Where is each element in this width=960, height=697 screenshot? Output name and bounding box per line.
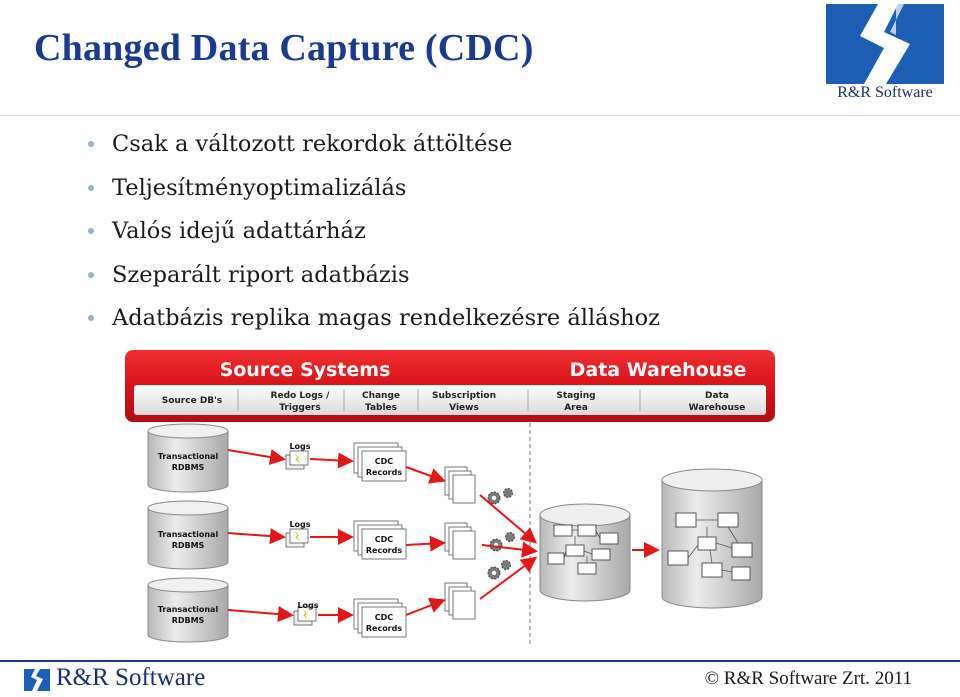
svg-text:Transactional: Transactional xyxy=(158,452,219,461)
bullet-icon xyxy=(88,228,94,234)
svg-text:Logs: Logs xyxy=(289,442,310,451)
copyright-notice: © R&R Software Zrt. 2011 xyxy=(704,668,912,689)
col-source-db: Source DB's xyxy=(162,396,223,406)
bullet-item: Csak a változott rekordok áttöltése xyxy=(86,128,660,172)
gear-icon xyxy=(487,560,511,580)
subscription-view-2 xyxy=(444,522,476,560)
bullet-icon xyxy=(88,315,94,321)
rr-logo xyxy=(826,4,944,84)
col-data-warehouse-1: Data xyxy=(705,391,729,401)
banner-source-systems: Source Systems xyxy=(220,359,391,381)
svg-text:CDC: CDC xyxy=(375,535,394,544)
col-redo-logs-2: Triggers xyxy=(279,403,320,413)
title-divider xyxy=(0,115,960,116)
banner-data-warehouse: Data Warehouse xyxy=(570,359,747,381)
logs-3: Logs xyxy=(293,601,319,626)
col-redo-logs-1: Redo Logs / xyxy=(271,391,331,401)
col-change-tables-2: Tables xyxy=(365,403,397,413)
bullet-item: Szeparált riport adatbázis xyxy=(86,259,660,303)
column-header-bar xyxy=(134,385,766,415)
source-db-2: Transactional RDBMS xyxy=(147,500,229,570)
logs-2: Logs xyxy=(285,520,311,548)
bullet-item: Teljesítményoptimalizálás xyxy=(86,172,660,216)
source-db-3: Transactional RDBMS xyxy=(147,577,229,643)
logs-1: Logs xyxy=(285,442,311,470)
cdc-records-3: CDC Records xyxy=(353,598,407,638)
col-staging-area-1: Staging xyxy=(556,391,595,401)
cdc-records-2: CDC Records xyxy=(353,520,407,560)
subscription-view-1 xyxy=(444,466,476,504)
gear-icon xyxy=(487,488,513,505)
svg-text:Logs: Logs xyxy=(289,520,310,529)
bullet-item: Valós idejű adattárház xyxy=(86,215,660,259)
svg-text:Records: Records xyxy=(366,468,402,477)
footer-brand-text: R&R Software xyxy=(56,664,206,691)
svg-text:CDC: CDC xyxy=(375,457,394,466)
bullet-list: Csak a változott rekordok áttöltése Telj… xyxy=(86,128,660,346)
col-subscription-views-1: Subscription xyxy=(432,391,496,401)
col-data-warehouse-2: Warehouse xyxy=(689,403,746,413)
logo-brand-text: R&R Software xyxy=(837,84,933,101)
svg-text:Logs: Logs xyxy=(297,601,318,610)
rr-logo-small xyxy=(24,669,50,691)
col-change-tables-1: Change xyxy=(362,391,400,401)
bullet-icon xyxy=(88,184,94,191)
source-db-1: Transactional RDBMS xyxy=(147,423,229,493)
svg-text:RDBMS: RDBMS xyxy=(172,463,205,472)
col-subscription-views-2: Views xyxy=(449,403,479,413)
bullet-item: Adatbázis replika magas rendelkezésre ál… xyxy=(86,302,660,346)
page-title: Changed Data Capture (CDC) xyxy=(34,27,534,69)
footer-divider xyxy=(0,660,960,662)
gear-icon xyxy=(489,532,515,552)
staging-area-db xyxy=(539,503,631,602)
cdc-architecture-diagram: Source Systems Data Warehouse Source DB'… xyxy=(125,350,775,645)
svg-text:Transactional: Transactional xyxy=(158,530,219,539)
svg-text:Records: Records xyxy=(366,546,402,555)
flow-arrows xyxy=(227,449,660,623)
svg-text:RDBMS: RDBMS xyxy=(172,616,205,625)
col-staging-area-2: Area xyxy=(564,403,588,413)
bullet-icon xyxy=(88,271,94,278)
svg-text:RDBMS: RDBMS xyxy=(172,541,205,550)
data-warehouse-db xyxy=(661,468,763,609)
cdc-records-1: CDC Records xyxy=(353,442,407,482)
svg-text:Records: Records xyxy=(366,624,402,633)
svg-text:Transactional: Transactional xyxy=(158,605,219,614)
bullet-icon xyxy=(88,141,94,147)
svg-text:CDC: CDC xyxy=(375,613,394,622)
subscription-view-3 xyxy=(444,582,476,620)
